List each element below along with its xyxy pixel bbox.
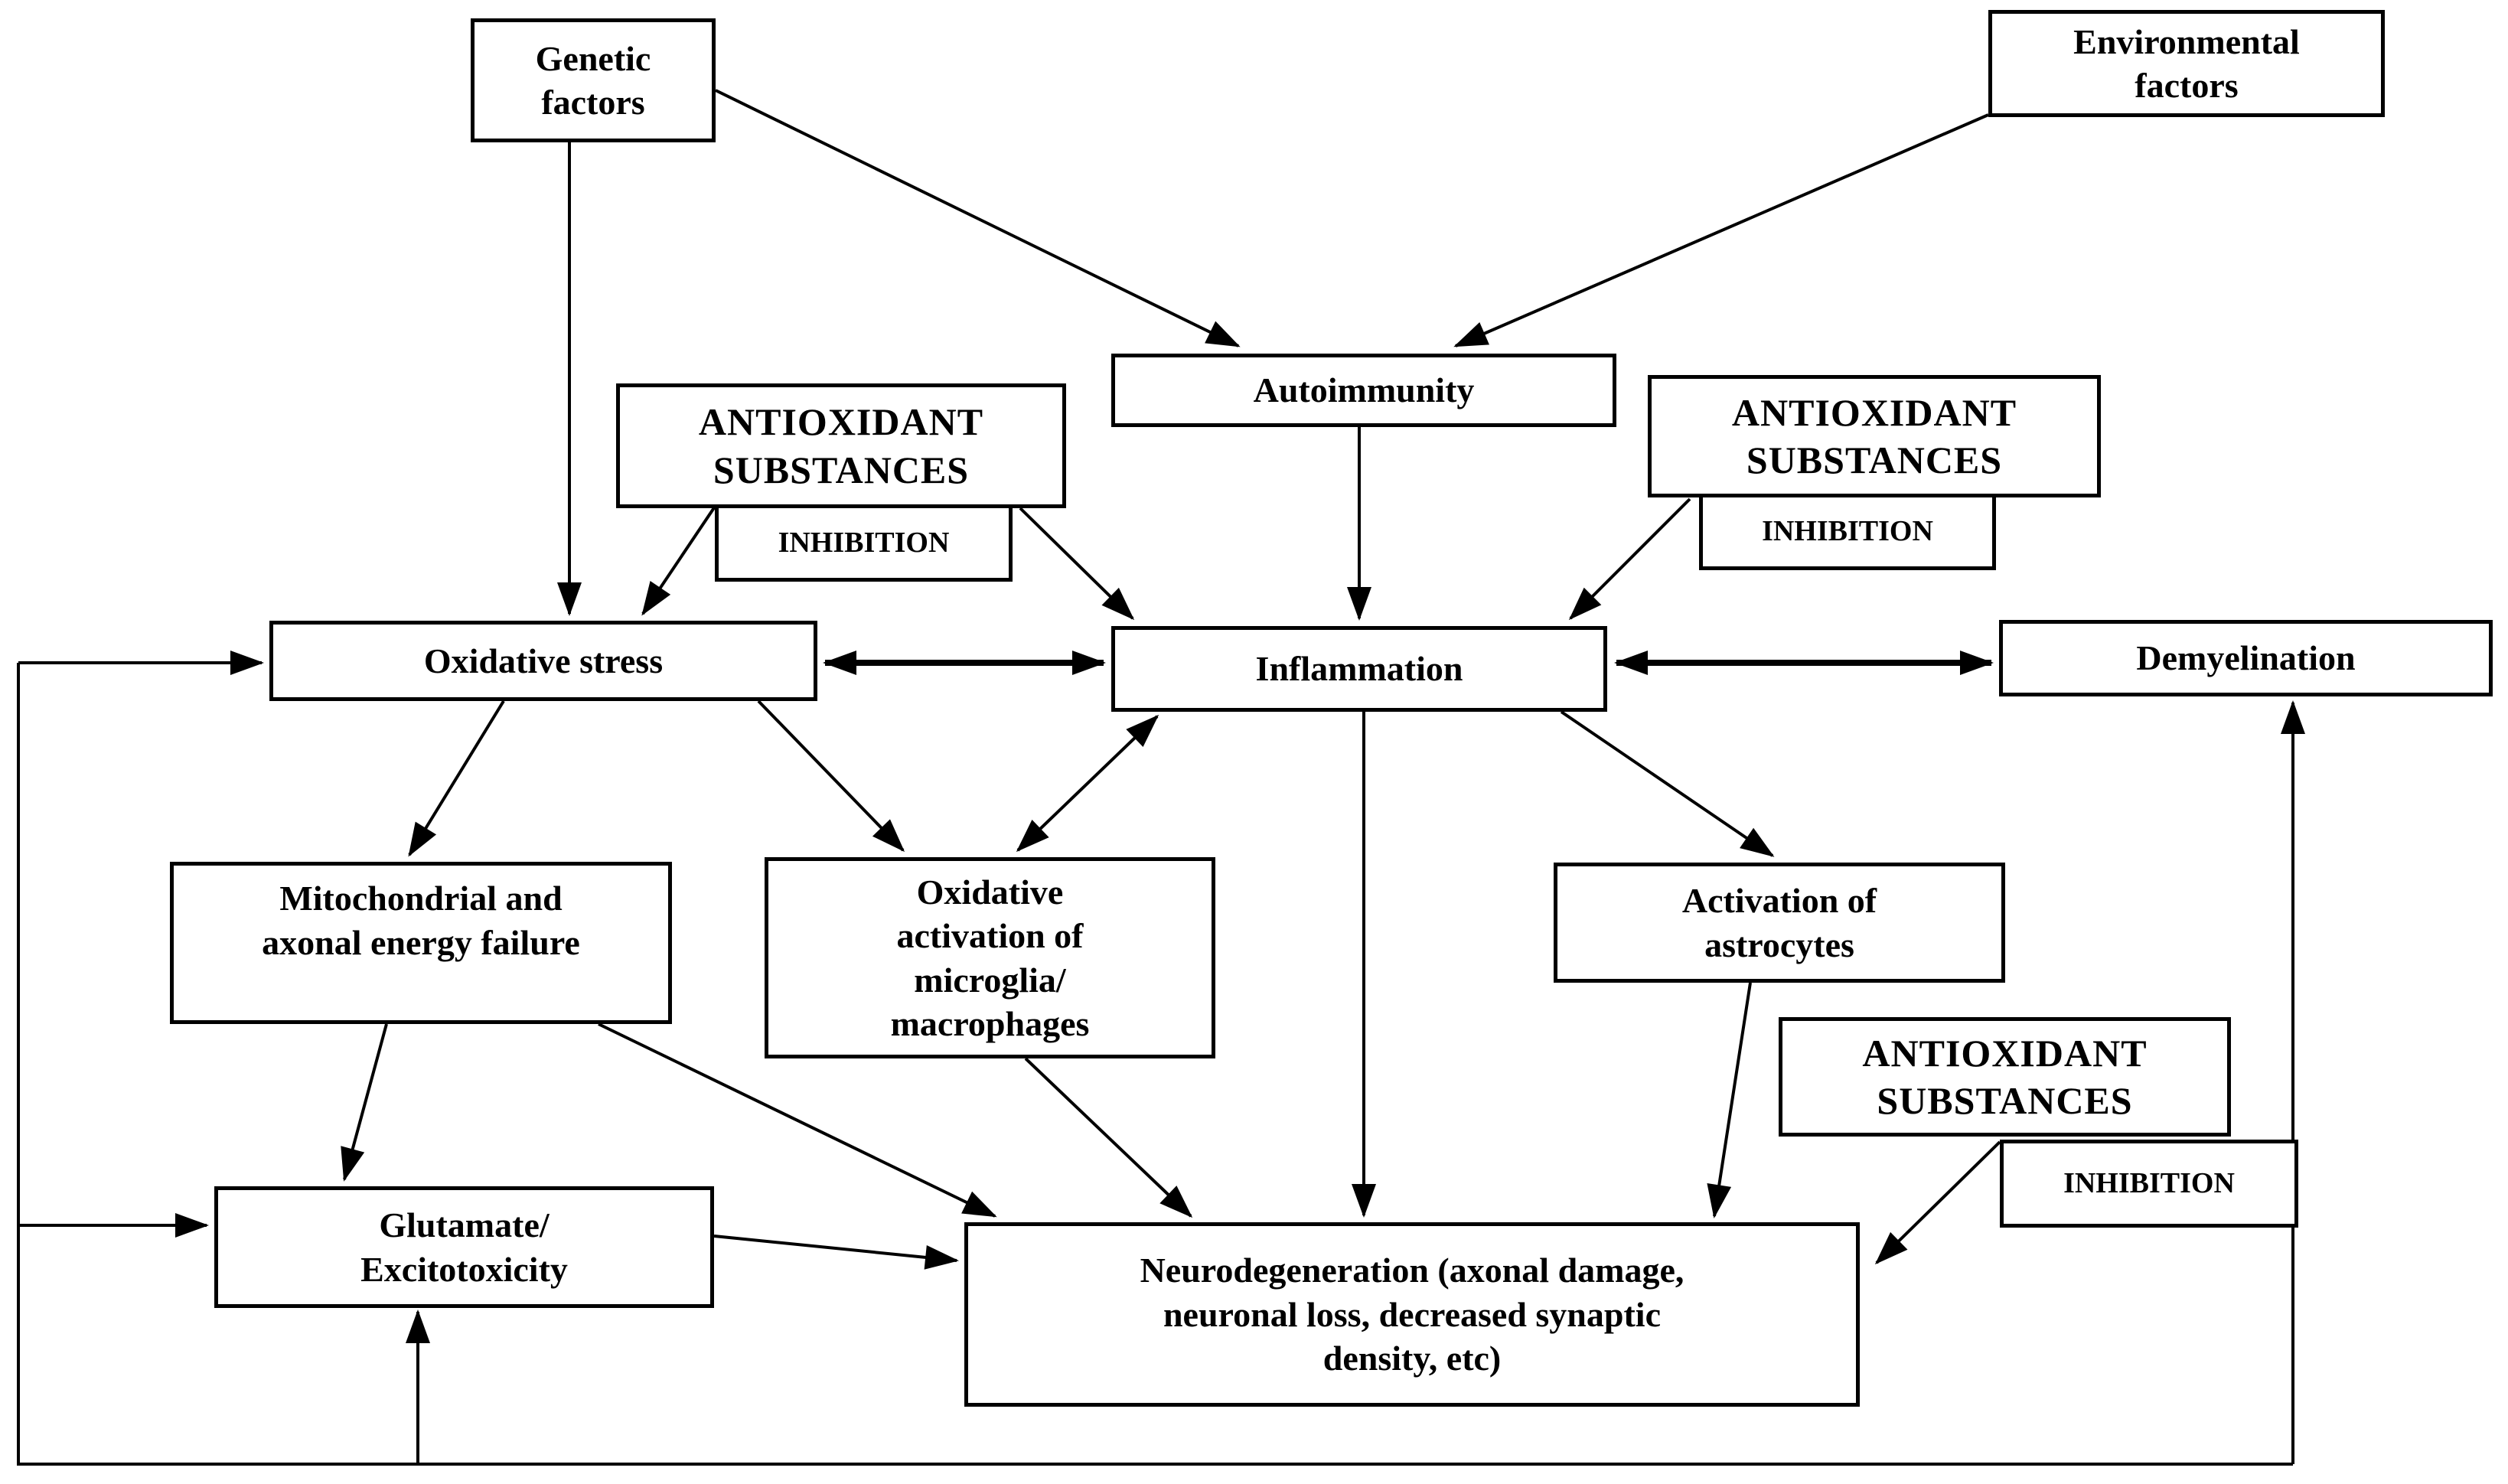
node-environmental-factors: Environmental factors bbox=[1988, 10, 2385, 117]
node-inhibition-left: INHIBITION bbox=[715, 504, 1013, 582]
node-glutamate-excitotoxicity: Glutamate/ Excitotoxicity bbox=[214, 1186, 714, 1308]
node-antioxidant-substances-right: ANTIOXIDANT SUBSTANCES bbox=[1648, 375, 2101, 497]
arrow-oxidative-stress-to-mitochondrial bbox=[408, 700, 505, 857]
node-mitochondrial-axonal-energy-failure: Mitochondrial and axonal energy failure bbox=[170, 862, 672, 1024]
node-oxidative-activation-microglia-macrophages: Oxidative activation of microglia/ macro… bbox=[765, 857, 1215, 1058]
arrow-inhibition-left-to-oxidative-stress bbox=[641, 505, 716, 616]
node-oxidative-stress: Oxidative stress bbox=[269, 621, 817, 701]
arrow-genetic-to-autoimmunity bbox=[715, 89, 1241, 347]
node-neurodegeneration: Neurodegeneration (axonal damage, neuron… bbox=[964, 1222, 1860, 1407]
arrow-inflammation-to-astrocytes bbox=[1560, 710, 1775, 857]
node-antioxidant-substances-bottom: ANTIOXIDANT SUBSTANCES bbox=[1779, 1017, 2231, 1137]
node-antioxidant-substances-left: ANTIOXIDANT SUBSTANCES bbox=[616, 383, 1066, 508]
arrow-environmental-to-autoimmunity bbox=[1453, 113, 1989, 347]
node-inhibition-right: INHIBITION bbox=[1699, 494, 1996, 570]
arrow-antioxidant-right-to-inflammation bbox=[1568, 497, 1691, 621]
arrow-antioxidant-left-to-inflammation bbox=[1019, 507, 1135, 621]
arrow-astrocytes-to-neurodegeneration bbox=[1707, 982, 1752, 1218]
arrow-glutamate-to-neurodegeneration bbox=[713, 1234, 959, 1270]
arrow-inflammation-microglia-bidirectional bbox=[1016, 714, 1159, 853]
arrow-mitochondrial-to-neurodegeneration bbox=[598, 1022, 997, 1218]
arrow-mitochondrial-to-glutamate bbox=[341, 1023, 388, 1182]
node-genetic-factors: Genetic factors bbox=[471, 18, 716, 142]
node-inhibition-bottom: INHIBITION bbox=[2000, 1140, 2298, 1228]
node-demyelination: Demyelination bbox=[1999, 620, 2493, 696]
node-inflammation: Inflammation bbox=[1111, 626, 1607, 712]
arrow-microglia-to-neurodegeneration bbox=[1024, 1057, 1193, 1218]
arrow-inhibition-bottom-to-neurodegeneration bbox=[1874, 1140, 2001, 1265]
arrow-oxidative-stress-to-microglia bbox=[757, 700, 905, 853]
node-activation-of-astrocytes: Activation of astrocytes bbox=[1554, 863, 2005, 983]
node-autoimmunity: Autoimmunity bbox=[1111, 354, 1616, 427]
